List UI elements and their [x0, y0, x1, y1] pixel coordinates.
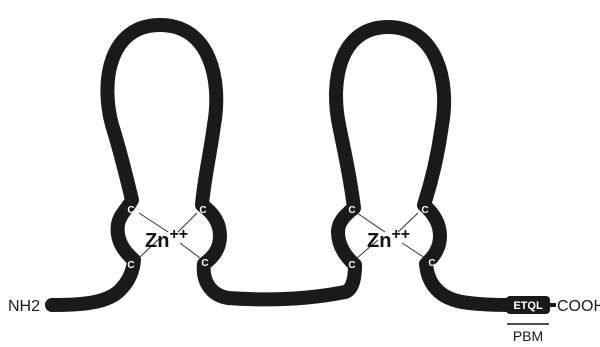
cysteine-label: C [348, 205, 355, 216]
cysteine-label: C [127, 260, 134, 271]
cysteine-label: C [421, 205, 428, 216]
zinc-ion-label-2: Zn++ [367, 226, 410, 252]
zinc-finger-2-bonds [356, 212, 426, 259]
cysteine-label: C [199, 205, 206, 216]
zinc-ion-label-1: Zn++ [145, 226, 188, 252]
c-terminus-label: COOH [557, 298, 600, 315]
pbm-label: PBM [513, 328, 543, 344]
cysteine-label: C [127, 205, 134, 216]
cysteine-label: C [201, 258, 208, 269]
cysteine-label: C [428, 258, 435, 269]
etql-motif-label: ETQL [513, 300, 543, 312]
polypeptide-strand [45, 18, 517, 312]
n-terminus-label: NH2 [8, 298, 40, 315]
cysteine-label: C [348, 260, 355, 271]
zinc-finger-1-bonds [138, 212, 201, 259]
etql-motif-box [506, 296, 550, 314]
